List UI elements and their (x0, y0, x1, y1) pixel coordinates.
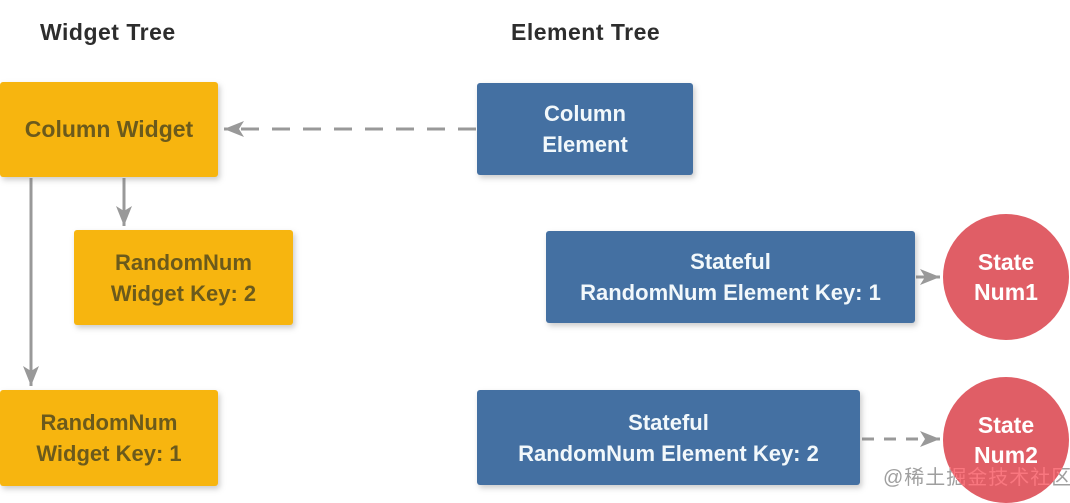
node-label: Num1 (974, 279, 1038, 305)
randomnum-widget-key2-node: RandomNum Widget Key: 2 (74, 230, 293, 325)
node-label: Element (542, 132, 628, 157)
node-label: Widget Key: 1 (36, 441, 182, 466)
watermark: @稀土掘金技术社区 (883, 467, 1070, 489)
state-num2-node: State Num2 (943, 377, 1069, 503)
column-element-node: Column Element (477, 83, 693, 175)
node-label: Column Widget (24, 116, 194, 142)
stateful-randomnum-element-key2-node: Stateful RandomNum Element Key: 2 (477, 390, 860, 485)
node-label: Stateful (628, 409, 709, 435)
node-label: Widget Key: 2 (110, 280, 257, 306)
node-label: State (977, 412, 1035, 438)
node-label: RandomNum (40, 410, 178, 435)
randomnum-widget-key1-node: RandomNum Widget Key: 1 (0, 390, 218, 486)
node-label: RandomNum (115, 249, 252, 275)
node-label: RandomNum Element Key: 2 (518, 440, 819, 466)
node-label: Num2 (974, 442, 1038, 468)
node-label: RandomNum Element Key: 1 (580, 280, 881, 305)
column-widget-node: Column Widget (0, 82, 218, 177)
node-label: Stateful (690, 249, 771, 274)
node-label: Column (544, 101, 626, 126)
state-num1-node: State Num1 (943, 214, 1069, 340)
widget-tree-title: Widget Tree (40, 19, 176, 45)
stateful-randomnum-element-key1-node: Stateful RandomNum Element Key: 1 (546, 231, 915, 323)
element-tree-title: Element Tree (511, 19, 661, 45)
node-label: State (977, 249, 1035, 275)
